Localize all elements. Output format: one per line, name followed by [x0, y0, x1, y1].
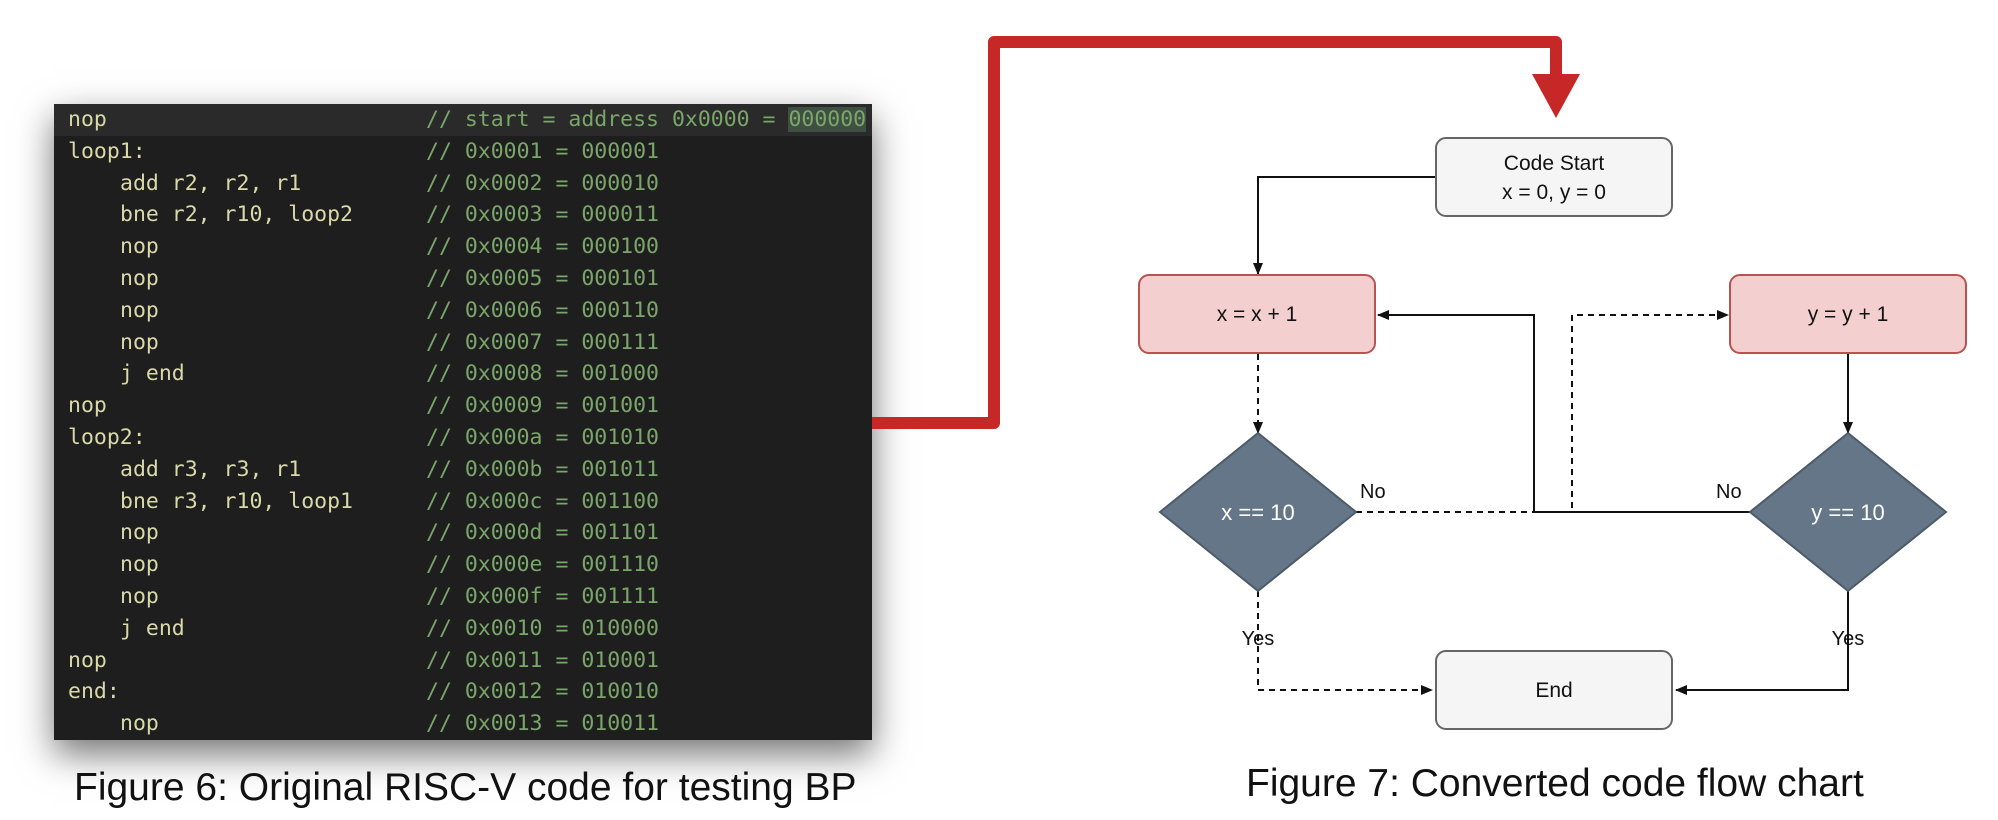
- code-comment: // 0x000a = 001010: [426, 425, 659, 450]
- code-line: nop // start = address 0x0000 = 000000: [54, 104, 872, 136]
- code-line: add r3, r3, r1 // 0x000b = 001011: [54, 454, 872, 486]
- code-instruction: nop: [120, 711, 159, 737]
- x-increment-node: x = x + 1: [1138, 274, 1376, 354]
- code-line: j end // 0x0010 = 010000: [54, 613, 872, 645]
- code-instruction: nop: [120, 297, 159, 323]
- x-check-label: x == 10: [1221, 500, 1294, 525]
- code-instruction: nop: [120, 329, 159, 355]
- code-comment: // 0x0004 = 000100: [426, 234, 659, 260]
- code-comment: // 0x0001 = 000001: [426, 138, 659, 164]
- end-node-label: End: [1535, 679, 1572, 702]
- code-comment: // 0x0010 = 010000: [426, 615, 659, 641]
- x-check-no-label: No: [1360, 481, 1386, 503]
- edge-y-check-no-to-x-increment: [1377, 310, 1750, 513]
- code-comment: // 0x0002 = 000010: [426, 170, 659, 196]
- start-node-line2: x = 0, y = 0: [1502, 181, 1606, 204]
- code-comment: // 0x000c = 001100: [426, 488, 659, 514]
- code-instruction: end:: [68, 679, 120, 705]
- code-line: nop // 0x000e = 001110: [54, 549, 872, 581]
- code-comment-prefix: // start = address 0x0000 =: [426, 107, 789, 132]
- red-connector-line: [872, 36, 1562, 429]
- code-comment: // 0x0007 = 000111: [426, 329, 659, 355]
- start-node: Code Start x = 0, y = 0: [1435, 137, 1673, 217]
- code-comment: // 0x0005 = 000101: [426, 266, 659, 291]
- edge-x-check-no-to-y-increment: [1356, 310, 1729, 513]
- code-instruction: bne r3, r10, loop1: [120, 488, 353, 514]
- code-comment: // 0x0012 = 010010: [426, 679, 659, 705]
- code-line: loop1: // 0x0001 = 000001: [54, 136, 872, 168]
- code-instruction: nop: [120, 266, 159, 291]
- code-line: nop // 0x000f = 001111: [54, 581, 872, 613]
- code-comment-highlight: 000000: [788, 107, 867, 132]
- code-comment: // 0x000d = 001101: [426, 520, 659, 546]
- code-instruction: nop: [120, 584, 159, 609]
- code-instruction: loop2:: [68, 425, 146, 450]
- end-node: End: [1435, 650, 1673, 730]
- code-instruction: nop: [120, 520, 159, 546]
- code-comment: // 0x000f = 001111: [426, 584, 659, 609]
- code-instruction: loop1:: [68, 138, 146, 164]
- code-line: nop // 0x0011 = 010001: [54, 645, 872, 677]
- edge-y-check-yes-to-end: [1675, 591, 1849, 695]
- code-instruction: bne r2, r10, loop2: [120, 202, 353, 228]
- code-line: bne r3, r10, loop1 // 0x000c = 001100: [54, 486, 872, 518]
- y-increment-label: y = y + 1: [1808, 303, 1889, 326]
- y-increment-node: y = y + 1: [1729, 274, 1967, 354]
- code-comment: // 0x0003 = 000011: [426, 202, 659, 228]
- code-comment: // 0x0008 = 001000: [426, 361, 659, 387]
- edge-x-check-yes-to-end: [1257, 591, 1433, 695]
- y-check-yes-label: Yes: [1832, 628, 1865, 650]
- code-comment: // 0x0013 = 010011: [426, 711, 659, 737]
- code-instruction: nop: [120, 552, 159, 578]
- code-instruction: nop: [68, 393, 107, 419]
- code-comment: // 0x0006 = 000110: [426, 297, 659, 323]
- code-comment: // 0x000e = 001110: [426, 552, 659, 578]
- code-instruction: add r3, r3, r1: [120, 456, 302, 482]
- code-comment: // 0x0011 = 010001: [426, 647, 659, 673]
- x-increment-label: x = x + 1: [1217, 303, 1298, 326]
- red-connector-arrowhead: [1532, 74, 1580, 118]
- code-comment: // 0x0009 = 001001: [426, 393, 659, 419]
- code-line: nop // 0x0009 = 001001: [54, 390, 872, 422]
- y-check-no-label: No: [1716, 481, 1742, 503]
- figure-6-caption: Figure 6: Original RISC-V code for testi…: [74, 766, 857, 809]
- code-line: j end // 0x0008 = 001000: [54, 358, 872, 390]
- figure-7-caption: Figure 7: Converted code flow chart: [1246, 762, 1864, 805]
- y-check-label: y == 10: [1811, 500, 1884, 525]
- code-line: end: // 0x0012 = 010010: [54, 676, 872, 708]
- code-line: nop // 0x0007 = 000111: [54, 327, 872, 359]
- code-line: nop // 0x0004 = 000100: [54, 231, 872, 263]
- x-check-yes-label: Yes: [1242, 628, 1275, 650]
- code-instruction: nop: [120, 234, 159, 260]
- code-instruction: j end: [120, 615, 185, 641]
- start-node-line1: Code Start: [1504, 152, 1605, 175]
- code-line: nop // 0x0006 = 000110: [54, 295, 872, 327]
- edge-start-to-x-increment: [1253, 176, 1436, 275]
- code-line: nop // 0x0005 = 000101: [54, 263, 872, 295]
- code-line: nop // 0x0013 = 010011: [54, 708, 872, 740]
- code-comment: // 0x000b = 001011: [426, 456, 659, 482]
- code-line: loop2: // 0x000a = 001010: [54, 422, 872, 454]
- code-instruction: nop: [68, 647, 107, 673]
- y-check-decision: y == 10: [1748, 431, 1948, 593]
- code-instruction: j end: [120, 361, 185, 387]
- code-line: bne r2, r10, loop2 // 0x0003 = 000011: [54, 199, 872, 231]
- code-instruction: nop: [68, 107, 107, 132]
- code-comment: // start = address 0x0000 = 000000: [426, 104, 867, 136]
- x-check-decision: x == 10: [1158, 431, 1358, 593]
- code-line: add r2, r2, r1 // 0x0002 = 000010: [54, 168, 872, 200]
- code-line: nop // 0x000d = 001101: [54, 517, 872, 549]
- code-instruction: add r2, r2, r1: [120, 170, 302, 196]
